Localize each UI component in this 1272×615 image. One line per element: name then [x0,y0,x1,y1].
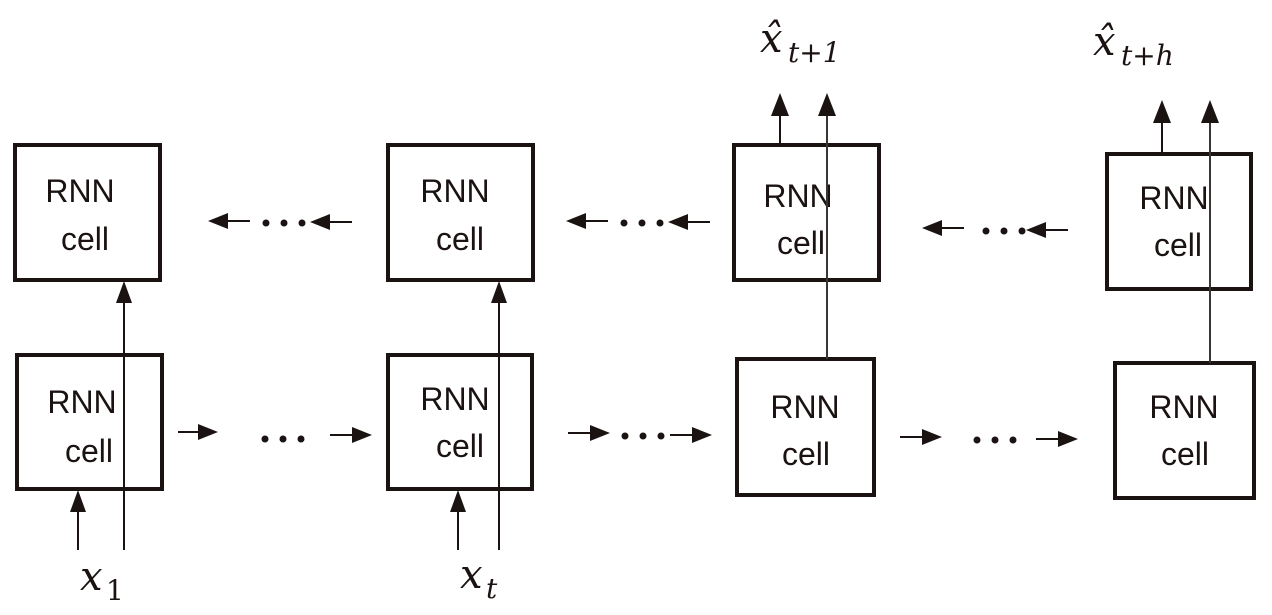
arrow-right-icon [590,425,610,441]
arrow-up-icon [1153,100,1171,123]
output-arrows-col3 [771,93,836,359]
ellipsis-dot [261,435,269,443]
cell-label-line1: RNN [420,381,489,417]
arrow-left-icon [1026,222,1046,238]
ellipsis-dot [1000,227,1008,235]
cell-label-line2: cell [1154,227,1202,263]
ellipsis-dot [638,219,646,227]
ellipsis-dot [656,219,664,227]
ellipsis-dot [279,435,287,443]
cell-box [1105,152,1253,291]
cell-label-line1: RNN [770,389,839,425]
arrow-left-icon [208,213,228,229]
cell-box [732,143,881,282]
cell-box [1113,361,1256,500]
output-label-xt1: x̂ t+1 [760,16,841,69]
cell-box [386,143,535,282]
encoder-cell-3: RNN cell [735,357,876,497]
ellipsis-dot [1009,436,1017,444]
arrow-right-icon [922,429,942,445]
arrow-up-icon [818,93,836,116]
arrow-up-icon [1201,100,1219,123]
arrow-right-icon [352,427,372,443]
arrow-left-icon [668,214,688,230]
input-label-x1: x 1 [80,554,124,607]
cell-label-line1: RNN [1139,180,1208,216]
input-arrow-x1 [70,490,86,550]
ellipsis-dot [639,432,647,440]
ellipsis-dot [280,219,288,227]
arrow-right-icon [1058,431,1078,447]
math-subscript: t [486,572,498,605]
skip-arrow-col2 [491,281,507,550]
encoder-cell-1: RNN cell [15,353,164,491]
decoder-recurrence-arrow-1 [208,213,352,230]
encoder-recurrence-arrow-2 [568,425,712,443]
cell-box [13,143,162,282]
ellipsis-dot [297,435,305,443]
arrow-left-icon [310,214,330,230]
arrow-up-icon [771,93,789,116]
decoder-cell-2: RNN cell [386,143,535,282]
cell-label-line1: RNN [420,173,489,209]
cell-label-line2: cell [436,428,484,464]
math-var: x̂ [1093,19,1116,65]
math-subscript: t+h [1121,39,1174,72]
arrow-right-icon [198,424,218,440]
cell-label-line1: RNN [1149,389,1218,425]
math-subscript: t+1 [788,36,841,69]
cell-box [386,353,534,491]
skip-arrow-col1 [116,281,132,550]
cell-label-line2: cell [777,225,825,261]
output-arrows-col4 [1153,100,1219,363]
arrow-up-icon [491,281,507,303]
arrow-right-icon [692,427,712,443]
arrow-up-icon [70,490,86,512]
cell-label-line2: cell [436,221,484,257]
encoder-recurrence-arrow-1 [178,424,372,443]
arrow-left-icon [566,213,586,229]
ellipsis-dot [298,219,306,227]
ellipsis-dot [657,432,665,440]
input-label-xt: x t [460,552,498,605]
encoder-recurrence-arrow-3 [900,429,1078,447]
decoder-cell-1: RNN cell [13,143,162,282]
input-arrow-xt [450,490,466,550]
cell-label-line2: cell [1161,436,1209,472]
ellipsis-dot [1018,227,1026,235]
ellipsis-dot [621,432,629,440]
math-subscript: 1 [106,574,124,607]
decoder-cell-3: RNN cell [732,143,881,282]
cell-label-line1: RNN [47,384,116,420]
ellipsis-dot [973,436,981,444]
cell-label-line1: RNN [763,178,832,214]
encoder-cell-4: RNN cell [1113,361,1256,500]
output-label-xth: x̂ t+h [1093,19,1174,72]
math-var: x [460,552,483,598]
decoder-recurrence-arrow-3 [922,220,1068,238]
ellipsis-dot [620,219,628,227]
cell-box [735,357,876,497]
math-var: x [80,554,103,600]
decoder-recurrence-arrow-2 [566,213,710,230]
arrow-left-icon [922,220,942,236]
arrow-up-icon [450,490,466,512]
arrow-up-icon [116,281,132,303]
cell-box [15,353,164,491]
cell-label-line2: cell [782,436,830,472]
cell-label-line2: cell [65,433,113,469]
cell-label-line2: cell [61,221,109,257]
ellipsis-dot [991,436,999,444]
encoder-cell-2: RNN cell [386,353,534,491]
cell-label-line1: RNN [45,173,114,209]
ellipsis-dot [262,219,270,227]
decoder-cell-4: RNN cell [1105,152,1253,291]
ellipsis-dot [982,227,990,235]
math-var: x̂ [760,16,783,62]
